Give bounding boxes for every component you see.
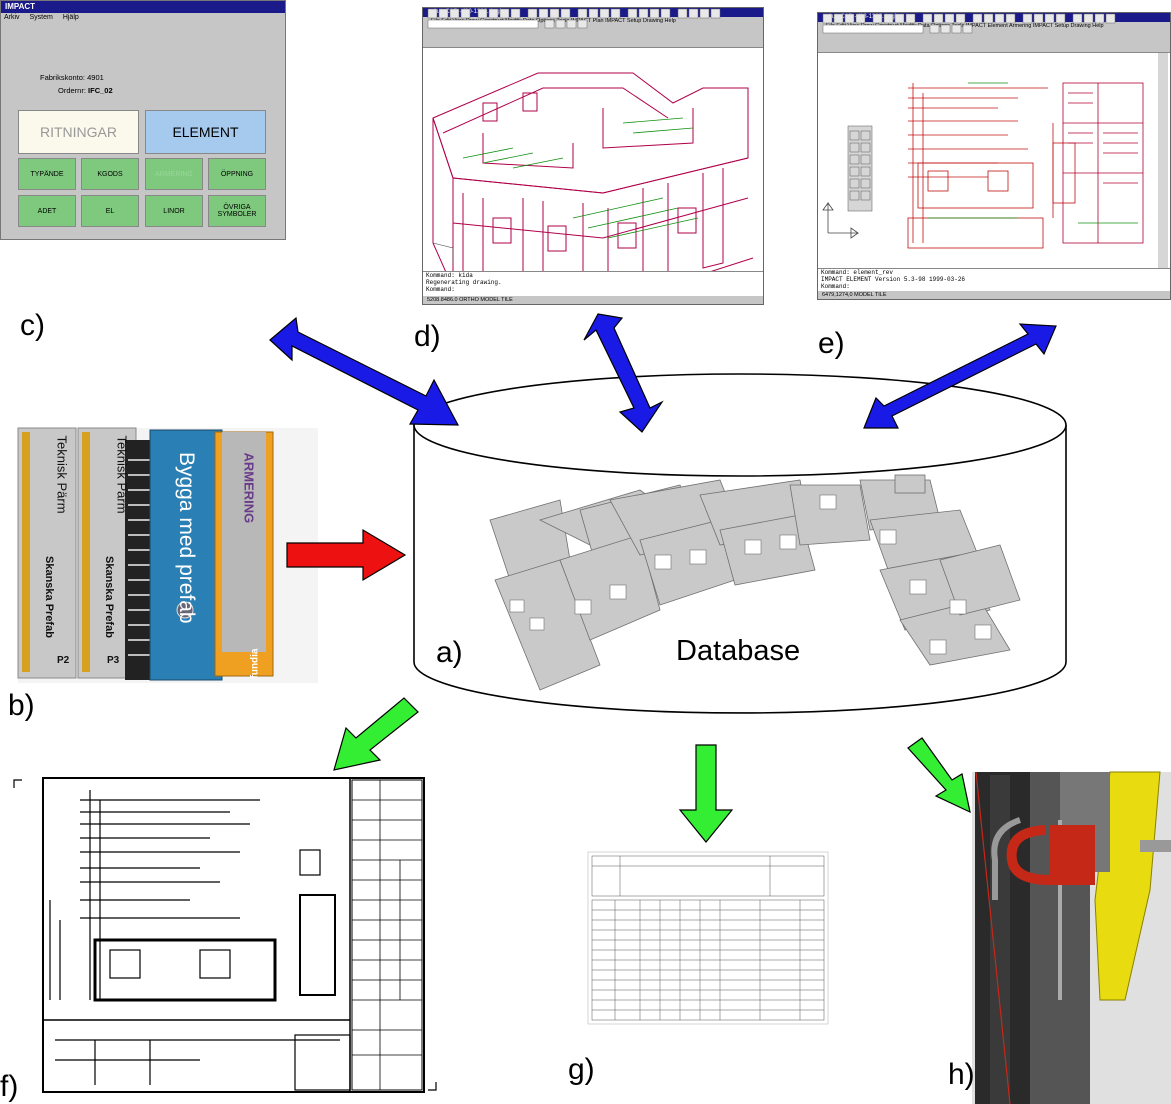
orange-book-brand: fundia xyxy=(249,648,261,679)
impact-title-bar: IMPACT xyxy=(1,1,285,13)
menu-item-arkiv[interactable]: Arkiv xyxy=(4,14,20,21)
binder-1-company: Skanska Prefab xyxy=(43,556,55,638)
ritningar-button[interactable]: RITNINGAR xyxy=(18,110,139,154)
blue-double-arrows xyxy=(269,313,1057,433)
machine-photo-h xyxy=(972,771,1171,1104)
cad-e-status-bar: 6479,1274,0 MODEL TILE xyxy=(818,291,1170,299)
factory-account: Fabrikskonto: 4901 xyxy=(40,73,104,82)
cad-e-toolbar-icons xyxy=(822,13,1116,34)
label-h: h) xyxy=(948,1058,975,1091)
typande-button[interactable]: TYPÄNDE xyxy=(18,158,76,190)
database-label: Database xyxy=(676,635,801,667)
label-b: b) xyxy=(8,689,35,722)
order-number: Ordernr: IFC_02 xyxy=(58,86,113,95)
binder-1-title: Teknisk Pärm xyxy=(54,435,70,514)
label-d: d) xyxy=(414,320,441,353)
ucs-icon xyxy=(822,201,860,239)
ovriga-symboler-button[interactable]: ÖVRIGA SYMBOLER xyxy=(208,195,266,227)
cad-e-toolbar[interactable] xyxy=(818,13,1170,53)
armering-button[interactable]: ARMERING xyxy=(145,158,203,190)
binder-2-title: Teknisk Pärm xyxy=(114,435,130,514)
label-a: a) xyxy=(436,636,463,669)
blue-book-title: Bygga med prefab xyxy=(175,452,198,624)
cad-d-3d-building-view[interactable] xyxy=(423,48,763,278)
autocad-drawing-window: AutoCAD - [33-1305.dwg] File Edit View D… xyxy=(817,12,1171,300)
el-button[interactable]: EL xyxy=(81,195,139,227)
red-arrow xyxy=(286,528,407,582)
binder-1-code: P2 xyxy=(57,655,70,666)
cad-d-toolbar-icons xyxy=(427,8,721,29)
impact-menu-bar: Arkiv System Hjälp xyxy=(1,13,285,23)
label-f: f) xyxy=(0,1070,19,1103)
cad-e-drawing-view[interactable] xyxy=(818,53,1170,273)
building-windows xyxy=(509,494,992,655)
linor-button[interactable]: LINOR xyxy=(145,195,203,227)
element-button[interactable]: ELEMENT xyxy=(145,110,266,154)
menu-item-hjalp[interactable]: Hjälp xyxy=(62,14,79,21)
drawing-sheet-f xyxy=(13,777,437,1093)
kgods-button[interactable]: KGODS xyxy=(81,158,139,190)
orange-book-title: ARMERING xyxy=(241,452,257,524)
label-g: g) xyxy=(568,1053,595,1086)
adet-button[interactable]: ADET xyxy=(18,195,76,227)
list-sheet-g xyxy=(587,851,829,1025)
floating-draw-toolbar xyxy=(847,125,873,212)
impact-app-window: IMPACT Arkiv System Hjälp IMPACT 6.3 Fab… xyxy=(0,0,634,240)
autocad-3d-window: AutoCAD - [30-1300.dwg] File Edit View D… xyxy=(422,7,764,305)
label-c: c) xyxy=(20,309,45,342)
binder-2-code: P3 xyxy=(107,655,120,666)
cad-d-status-bar: 5208.8486.0 ORTHO MODEL TILE xyxy=(423,296,763,304)
label-e: e) xyxy=(818,327,845,360)
cad-d-toolbar[interactable] xyxy=(423,8,763,48)
green-arrows xyxy=(333,697,971,843)
binder-2-company: Skanska Prefab xyxy=(103,556,115,638)
oppning-button[interactable]: ÖPPNING xyxy=(208,158,266,190)
menu-item-system[interactable]: System xyxy=(29,14,53,21)
